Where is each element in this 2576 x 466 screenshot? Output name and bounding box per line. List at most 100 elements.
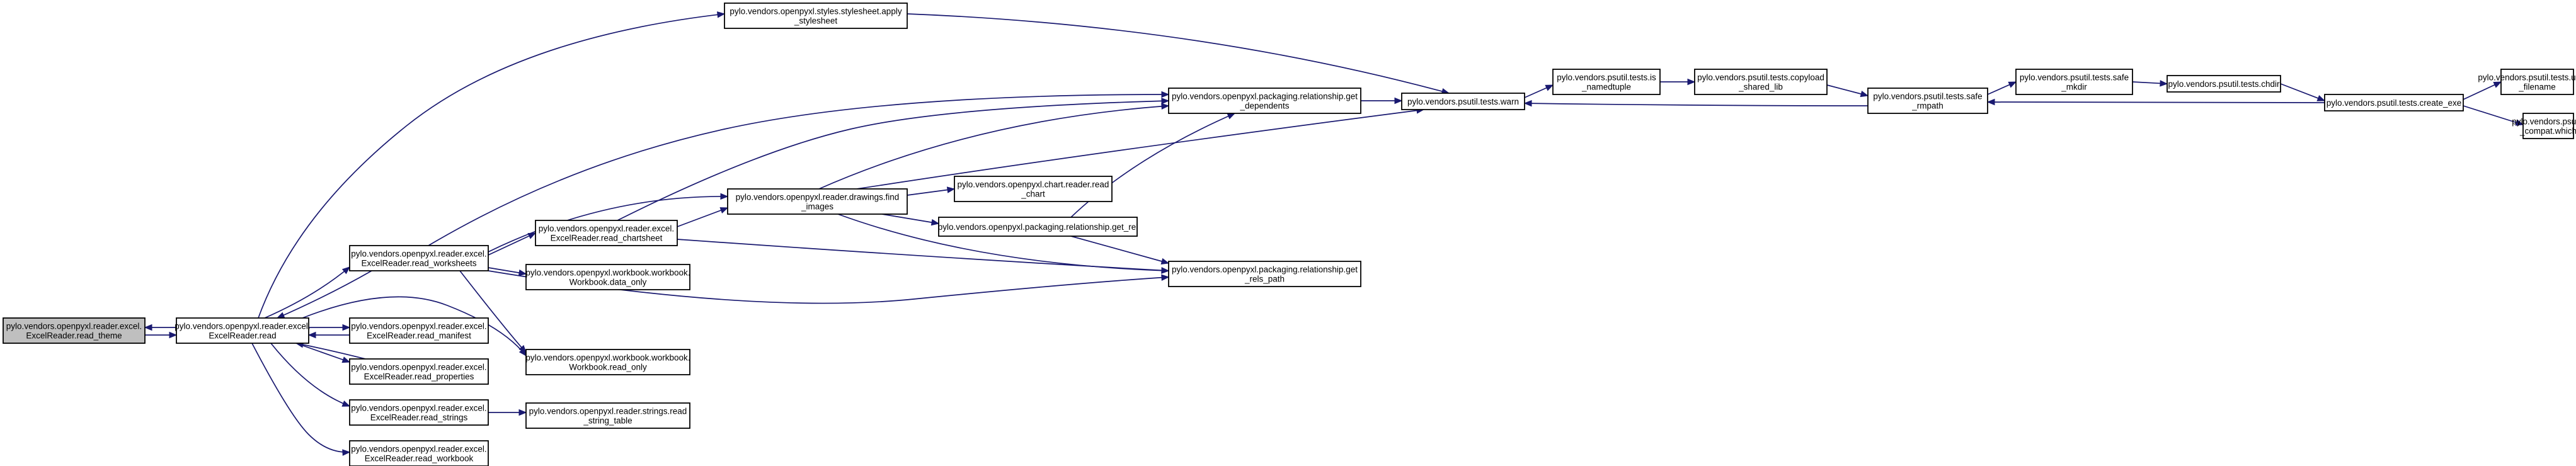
- edge-arrowhead: [518, 409, 527, 416]
- node-box: [176, 317, 309, 344]
- node-box: [954, 176, 1113, 202]
- edge-arrowhead: [307, 331, 316, 339]
- node-data_only[interactable]: pylo.vendors.openpyxl.workbook.workbook.…: [525, 264, 690, 290]
- nodes-layer: pylo.vendors.openpyxl.reader.excel.Excel…: [3, 3, 2576, 466]
- node-read[interactable]: pylo.vendors.openpyxl.reader.excel.Excel…: [175, 317, 311, 344]
- edge-arrowhead: [1860, 91, 1869, 98]
- node-safe_rmpath[interactable]: pylo.vendors.psutil.tests.safe_rmpath: [1867, 88, 1988, 114]
- node-box: [1552, 69, 1661, 95]
- node-read_theme[interactable]: pylo.vendors.openpyxl.reader.excel.Excel…: [3, 317, 146, 344]
- node-label-line: pylo.vendors.openpyxl.workbook.workbook.: [525, 353, 690, 363]
- node-label-line: _compat.which: [2519, 127, 2576, 136]
- node-apply_stylesheet[interactable]: pylo.vendors.openpyxl.styles.stylesheet.…: [724, 3, 908, 29]
- node-box: [2522, 113, 2574, 139]
- edge-line: [677, 207, 728, 227]
- node-safe_mkdir[interactable]: pylo.vendors.psutil.tests.safe_mkdir: [2015, 69, 2133, 95]
- node-label-line: ExcelReader.read_chartsheet: [551, 234, 663, 243]
- node-find_images[interactable]: pylo.vendors.openpyxl.reader.drawings.fi…: [727, 188, 908, 215]
- node-read_chart[interactable]: pylo.vendors.openpyxl.chart.reader.read_…: [954, 176, 1113, 202]
- edge-line: [907, 13, 1450, 94]
- node-label-line: _dependents: [1239, 101, 1289, 111]
- edge-arrowhead: [1545, 84, 1554, 91]
- edge-arrowhead: [720, 193, 729, 200]
- node-label-line: pylo.vendors.openpyxl.reader.strings.rea…: [529, 407, 687, 416]
- node-chdir[interactable]: pylo.vendors.psutil.tests.chdir: [2167, 75, 2281, 93]
- node-read_worksheets[interactable]: pylo.vendors.openpyxl.reader.excel.Excel…: [349, 245, 489, 271]
- node-read_workbook[interactable]: pylo.vendors.openpyxl.reader.excel.Excel…: [349, 440, 489, 466]
- edge-line: [1987, 101, 2325, 103]
- edge-line: [277, 270, 372, 319]
- edge-line: [881, 213, 939, 224]
- node-get_dependents[interactable]: pylo.vendors.openpyxl.packaging.relation…: [1168, 88, 1361, 114]
- node-box: [2167, 75, 2281, 93]
- edge-arrowhead: [169, 331, 178, 339]
- edge-arrowhead: [518, 269, 527, 276]
- edge-arrowhead: [1161, 274, 1170, 281]
- node-get_rel[interactable]: pylo.vendors.openpyxl.packaging.relation…: [938, 217, 1138, 237]
- node-warn[interactable]: pylo.vendors.psutil.tests.warn: [1401, 93, 1525, 110]
- edge-find_images-to-get_dependents: [818, 103, 1170, 190]
- edge-safe_rmpath-to-warn: [1523, 99, 1869, 107]
- node-label-line: pylo.vendors.psutil.tests.warn: [1407, 97, 1519, 106]
- node-create_exe[interactable]: pylo.vendors.psutil.tests.create_exe: [2324, 94, 2464, 111]
- edge-read-to-read_worksheets: [264, 266, 351, 319]
- edge-read-to-read_strings: [270, 343, 351, 407]
- edge-read-to-apply_stylesheet: [258, 11, 726, 319]
- node-read_only[interactable]: pylo.vendors.openpyxl.workbook.workbook.…: [525, 349, 690, 375]
- edge-read_worksheets-to-get_dependents: [428, 91, 1170, 246]
- node-box: [3, 317, 146, 344]
- edge-chdir-to-create_exe: [2280, 83, 2326, 101]
- node-read_chartsheet[interactable]: pylo.vendors.openpyxl.reader.excel.Excel…: [535, 220, 678, 246]
- node-label-line: pylo.vendors.openpyxl.styles.stylesheet.…: [730, 7, 902, 16]
- node-read_string_table[interactable]: pylo.vendors.openpyxl.reader.strings.rea…: [525, 402, 690, 429]
- edge-read_worksheets-to-find_images: [488, 193, 729, 253]
- node-label-line: pylo.vendors.openpyxl.packaging.relation…: [1172, 265, 1358, 275]
- node-compat_which[interactable]: pylo.vendors.psutil._compat.which: [2512, 113, 2576, 139]
- node-label-line: pylo.vendors.openpyxl.reader.excel.: [351, 404, 486, 413]
- edge-arrowhead: [1523, 99, 1532, 107]
- node-label-line: ExcelReader.read_strings: [370, 413, 468, 423]
- node-label-line: pylo.vendors.psutil.tests.safe: [1873, 92, 1982, 101]
- node-label-line: _chart: [1021, 190, 1045, 199]
- edge-line: [488, 196, 728, 253]
- node-get_rels_path[interactable]: pylo.vendors.openpyxl.packaging.relation…: [1168, 261, 1361, 287]
- edge-read_worksheets-to-get_rels_path: [488, 270, 1170, 304]
- node-box: [1401, 93, 1525, 110]
- node-is_namedtuple[interactable]: pylo.vendors.psutil.tests.is_namedtuple: [1552, 69, 1661, 95]
- node-label-line: ExcelReader.read_workbook: [365, 454, 474, 463]
- node-label-line: _string_table: [583, 416, 632, 426]
- edge-line: [428, 94, 1169, 246]
- edge-arrowhead: [1161, 103, 1170, 110]
- node-label-line: ExcelReader.read_properties: [364, 372, 474, 382]
- node-box: [2324, 94, 2464, 111]
- node-label-line: pylo.vendors.psutil.tests.safe: [2020, 73, 2129, 82]
- edge-line: [459, 270, 527, 353]
- edge-line: [488, 270, 1169, 304]
- edge-arrowhead: [341, 356, 351, 363]
- edge-line: [295, 343, 350, 363]
- edge-arrowhead: [1160, 258, 1170, 264]
- edge-line: [1070, 236, 1169, 264]
- node-read_manifest[interactable]: pylo.vendors.openpyxl.reader.excel.Excel…: [349, 317, 489, 344]
- node-label-line: _shared_lib: [1738, 82, 1783, 92]
- edge-arrowhead: [2316, 94, 2326, 101]
- node-box: [1867, 88, 1988, 114]
- node-copyload_shared_lib[interactable]: pylo.vendors.psutil.tests.copyload_share…: [1694, 69, 1828, 95]
- node-read_properties[interactable]: pylo.vendors.openpyxl.reader.excel.Excel…: [349, 358, 489, 385]
- edge-arrowhead: [2160, 80, 2168, 87]
- edge-arrowhead: [946, 186, 956, 193]
- node-label-line: Workbook.read_only: [569, 363, 647, 372]
- edge-safe_rmpath-to-safe_mkdir: [1987, 81, 2017, 95]
- edge-line: [856, 109, 1424, 190]
- edge-arrowhead: [1161, 91, 1170, 98]
- node-label-line: pylo.vendors.openpyxl.reader.excel.: [351, 363, 486, 372]
- edge-arrowhead: [1161, 98, 1170, 105]
- edge-arrowhead: [930, 219, 940, 226]
- edge-line: [1524, 103, 1869, 106]
- node-box: [1694, 69, 1828, 95]
- edge-read_chartsheet-to-find_images: [677, 207, 729, 227]
- node-label-line: pylo.vendors.psutil.tests.is: [1557, 73, 1656, 82]
- node-unique_filename[interactable]: pylo.vendors.psutil.tests.unique_filenam…: [2478, 69, 2576, 95]
- node-read_strings[interactable]: pylo.vendors.openpyxl.reader.excel.Excel…: [349, 399, 489, 426]
